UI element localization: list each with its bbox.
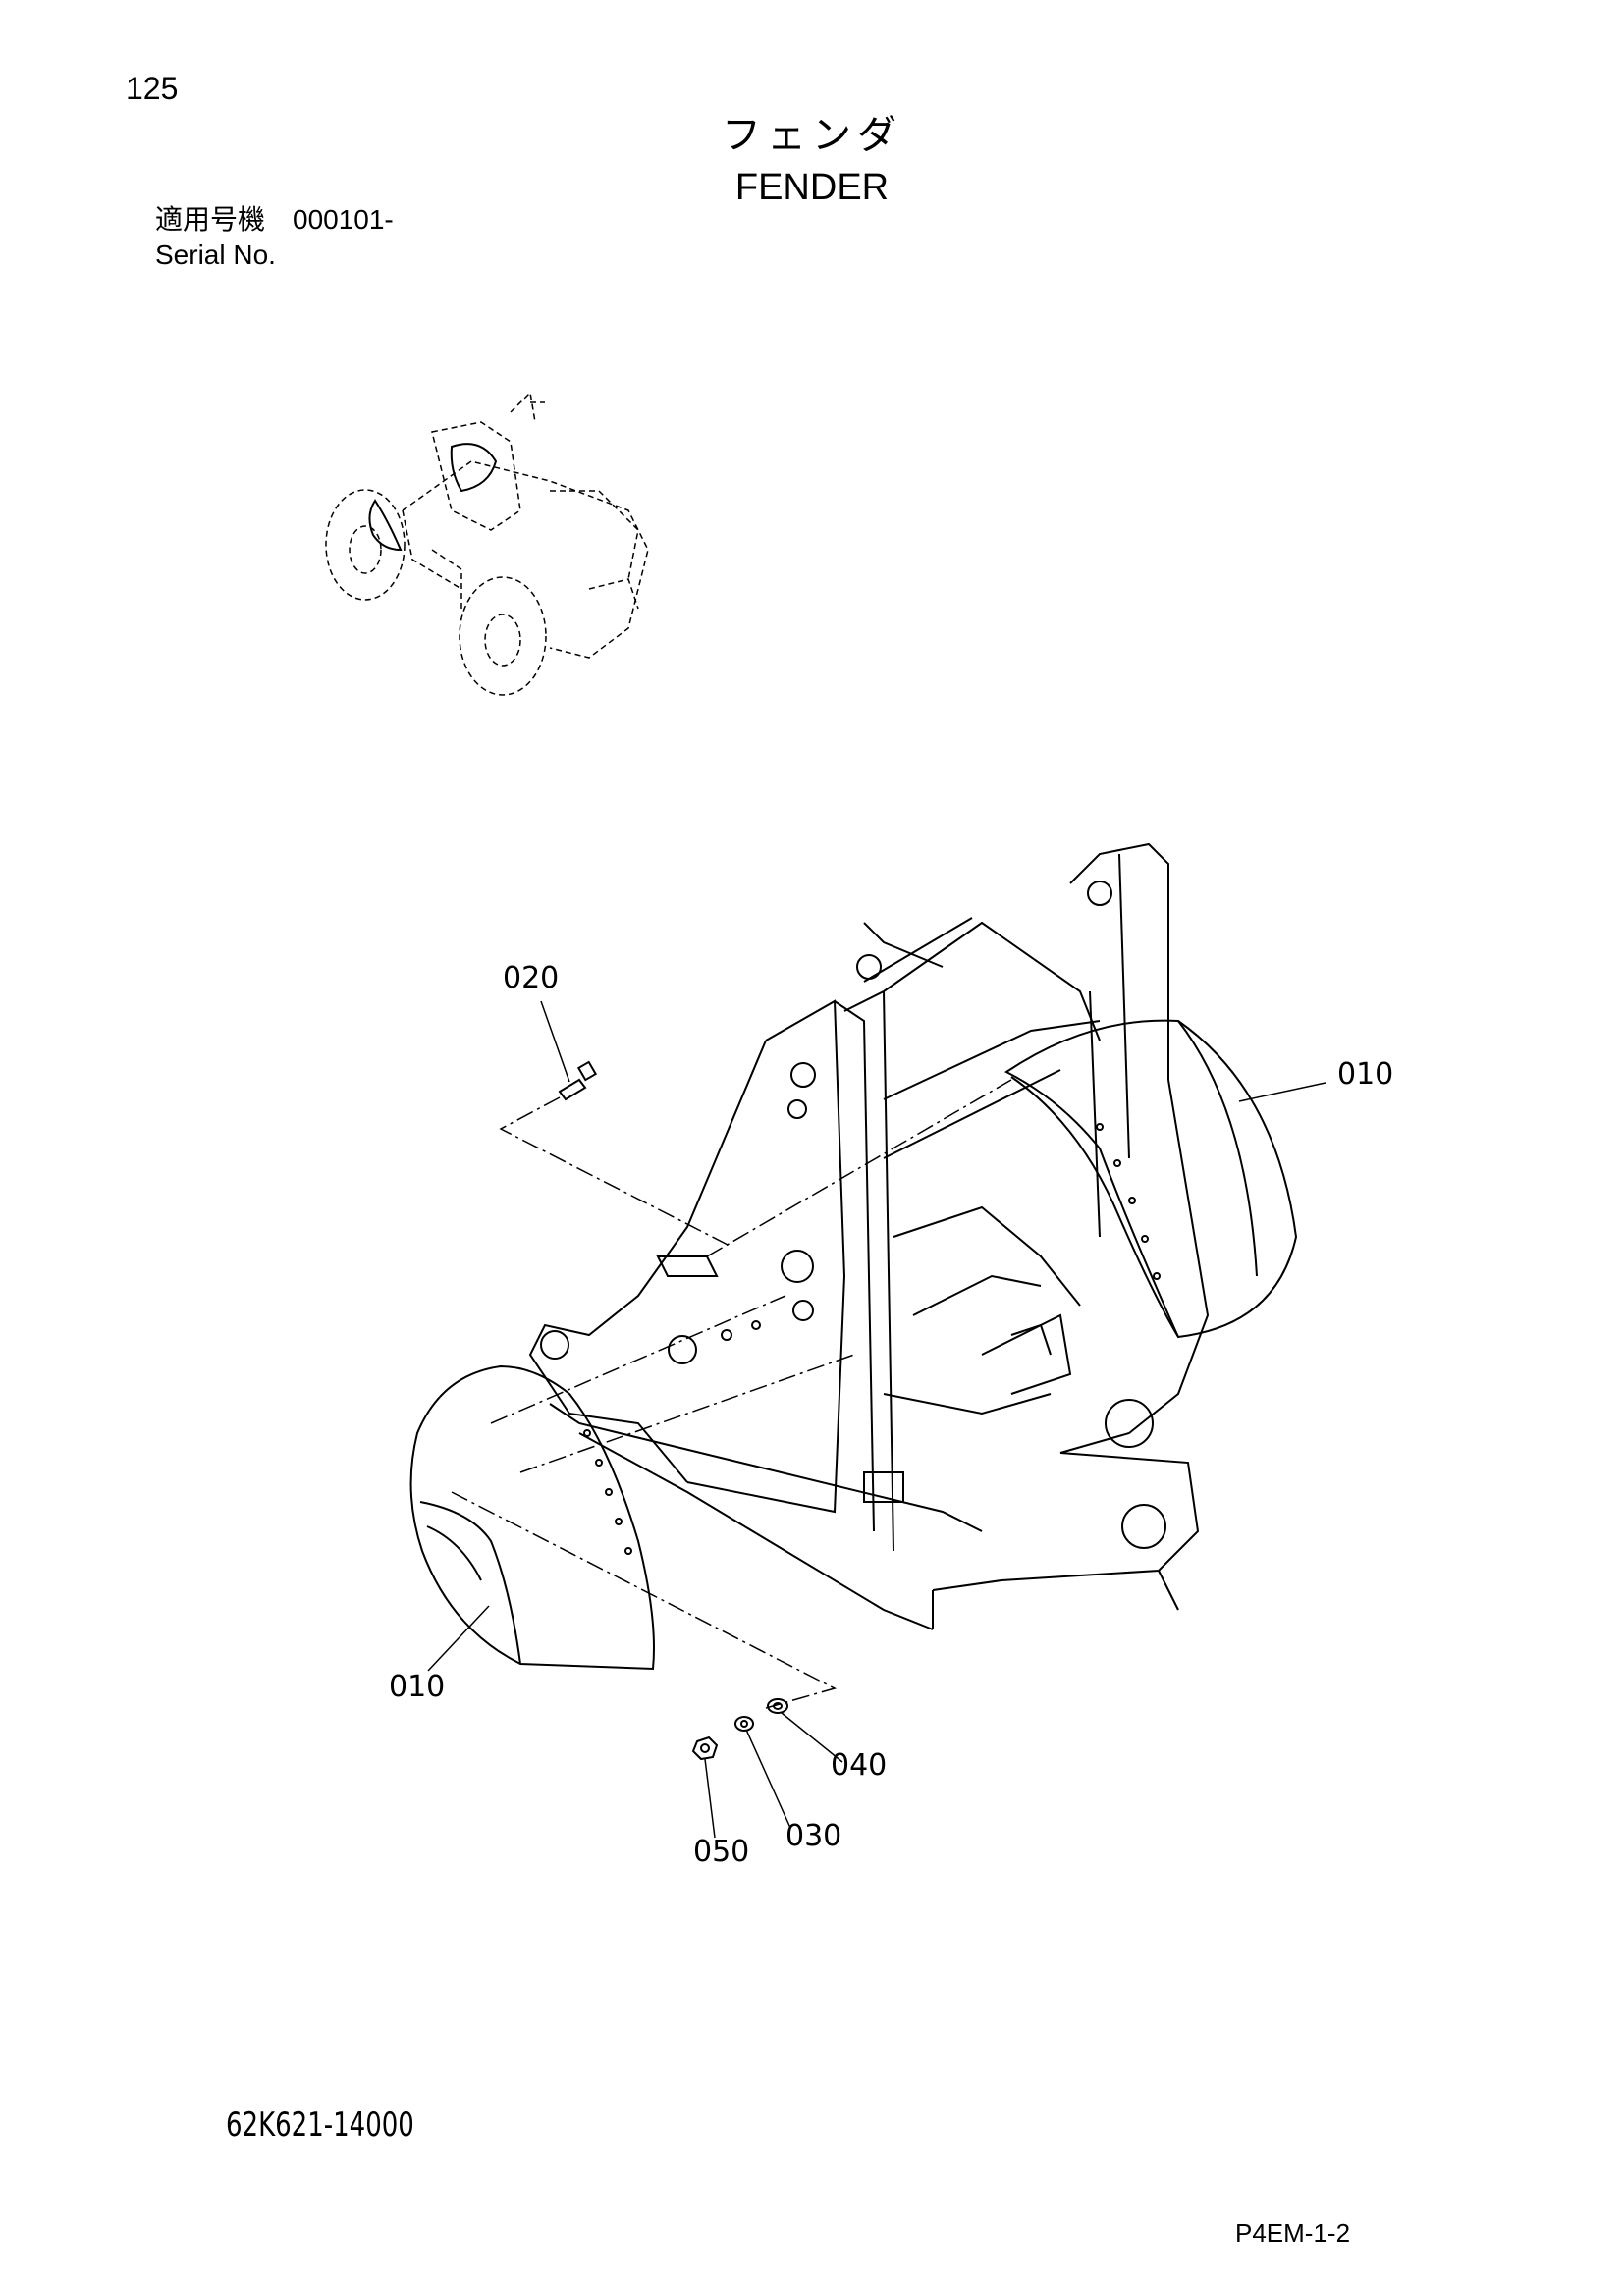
callout-020: 020 xyxy=(503,961,559,995)
fender-highlight-thumbnail xyxy=(368,443,498,552)
fender-right-illustration xyxy=(1004,1019,1298,1339)
callout-030: 030 xyxy=(785,1819,841,1853)
page-code: P4EM-1-2 xyxy=(1235,2218,1351,2248)
callout-010-left: 010 xyxy=(389,1670,445,1704)
washer-030-illustration xyxy=(734,1716,754,1732)
callout-040: 040 xyxy=(831,1748,887,1783)
bolt-020-illustration xyxy=(558,1060,598,1101)
fender-left-illustration xyxy=(409,1364,655,1671)
page-title-japanese: フェンダ xyxy=(722,114,902,157)
front-frame-illustration xyxy=(528,842,1210,1630)
machine-overview-illustration xyxy=(325,391,649,696)
page-number: 125 xyxy=(126,71,179,106)
nut-050-illustration xyxy=(691,1735,719,1761)
drawing-number: 62K621-14000 xyxy=(226,2106,414,2145)
callout-010-right: 010 xyxy=(1337,1057,1393,1092)
leader-lines xyxy=(427,1000,1326,1839)
assembly-lines xyxy=(451,1079,1012,1709)
callout-050: 050 xyxy=(693,1835,749,1869)
serial-label-japanese: 適用号機 000101- xyxy=(155,204,394,235)
page-title: FENDER xyxy=(734,167,890,208)
serial-label: Serial No. xyxy=(155,240,276,270)
